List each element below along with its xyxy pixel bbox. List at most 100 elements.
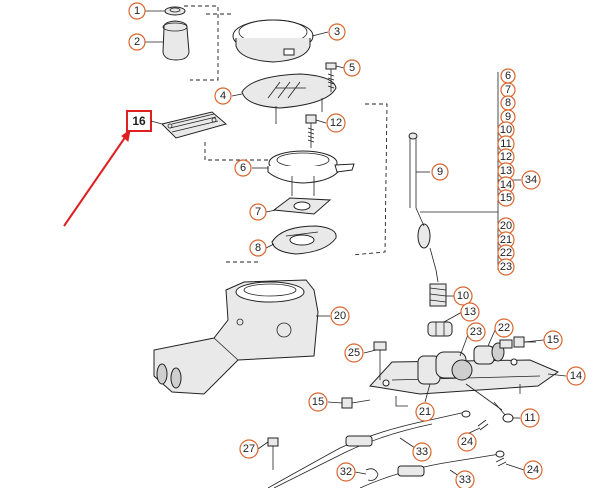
svg-text:8: 8: [255, 242, 261, 254]
svg-text:6: 6: [505, 70, 511, 82]
cables-33-part: [267, 410, 505, 488]
callout-3[interactable]: 3: [328, 23, 346, 41]
callout-24-upper[interactable]: 24: [457, 432, 477, 452]
guide-8-part: [271, 225, 337, 255]
svg-text:14: 14: [570, 370, 582, 382]
callout-27[interactable]: 27: [239, 439, 259, 459]
bolt-22-part: [499, 339, 513, 349]
callout-15-right[interactable]: 15: [543, 330, 563, 350]
console-20-part: [153, 279, 319, 395]
callout-32[interactable]: 32: [336, 462, 356, 482]
svg-text:16: 16: [132, 114, 146, 128]
callout-25[interactable]: 25: [344, 343, 364, 363]
kit-list-22[interactable]: 22: [497, 244, 515, 262]
callout-2[interactable]: 2: [128, 33, 146, 51]
callout-10[interactable]: 10: [453, 286, 473, 306]
kit-list-12[interactable]: 12: [497, 148, 515, 166]
callout-8[interactable]: 8: [249, 239, 267, 257]
callout-11[interactable]: 11: [520, 408, 540, 428]
shift-knob-part: [162, 20, 190, 61]
svg-text:20: 20: [500, 220, 512, 232]
kit-list-8[interactable]: 8: [500, 95, 516, 111]
kit-list-6[interactable]: 6: [500, 68, 516, 84]
callout-21[interactable]: 21: [415, 402, 435, 422]
kit-list-10[interactable]: 10: [497, 121, 515, 139]
kit-list-7[interactable]: 7: [500, 82, 516, 98]
svg-text:23: 23: [470, 326, 482, 338]
svg-text:23: 23: [500, 261, 512, 273]
spring-10-part: [429, 283, 447, 307]
callout-20[interactable]: 20: [330, 306, 350, 326]
pointer-arrow: [63, 128, 131, 227]
svg-text:12: 12: [330, 117, 342, 129]
svg-text:15: 15: [500, 192, 512, 204]
callout-6[interactable]: 6: [234, 159, 252, 177]
linkage-assembly-part: [369, 342, 560, 411]
svg-text:34: 34: [525, 174, 537, 186]
clip-24-part: [477, 419, 507, 467]
clip-13-part: [427, 321, 453, 337]
svg-text:13: 13: [464, 306, 476, 318]
svg-text:4: 4: [220, 90, 226, 102]
highlighted-callout-16[interactable]: 16: [126, 110, 152, 132]
kit-list-13[interactable]: 13: [497, 162, 515, 180]
svg-text:27: 27: [243, 443, 255, 455]
callout-23[interactable]: 23: [466, 322, 486, 342]
svg-text:33: 33: [459, 474, 471, 486]
kit-list-20[interactable]: 20: [497, 217, 515, 235]
svg-text:6: 6: [240, 162, 246, 174]
svg-text:9: 9: [437, 166, 443, 178]
gate-plate-part: [241, 73, 337, 124]
svg-text:13: 13: [500, 165, 512, 177]
svg-text:3: 3: [334, 26, 340, 38]
bolt-12-part: [305, 114, 317, 148]
callout-9[interactable]: 9: [431, 163, 449, 181]
callout-4[interactable]: 4: [214, 87, 232, 105]
callout-7[interactable]: 7: [249, 203, 267, 221]
svg-text:11: 11: [500, 138, 511, 150]
svg-text:24: 24: [461, 436, 473, 448]
callout-1[interactable]: 1: [128, 2, 146, 20]
callout-24-lower[interactable]: 24: [523, 460, 543, 480]
svg-text:22: 22: [500, 247, 512, 259]
svg-text:7: 7: [505, 84, 511, 96]
bolt-27-part: [267, 437, 279, 470]
svg-text:12: 12: [500, 151, 512, 163]
bushing-7-part: [272, 197, 332, 215]
callout-15-left[interactable]: 15: [308, 392, 328, 412]
svg-text:8: 8: [505, 97, 511, 109]
callout-22[interactable]: 22: [494, 318, 514, 338]
callout-33-lower[interactable]: 33: [455, 470, 475, 488]
svg-text:11: 11: [524, 412, 535, 424]
shift-cable-part: [408, 132, 439, 283]
bolt-15-left-part: [341, 397, 371, 409]
svg-text:21: 21: [500, 234, 512, 246]
svg-text:14: 14: [500, 179, 512, 191]
kit-list-21[interactable]: 21: [497, 231, 515, 249]
callout-13[interactable]: 13: [460, 302, 480, 322]
callout-5[interactable]: 5: [343, 59, 361, 77]
knob-cap-part: [164, 6, 186, 16]
callout-34[interactable]: 34: [521, 170, 541, 190]
leader-16: [150, 120, 163, 125]
callout-14[interactable]: 14: [566, 366, 586, 386]
svg-text:5: 5: [349, 62, 355, 74]
callout-12[interactable]: 12: [326, 113, 346, 133]
svg-text:10: 10: [457, 290, 469, 302]
svg-text:33: 33: [416, 446, 428, 458]
clip-32-part: [365, 468, 379, 481]
svg-text:24: 24: [527, 464, 539, 476]
svg-text:10: 10: [500, 124, 512, 136]
svg-text:1: 1: [134, 5, 140, 17]
kit-list-14[interactable]: 14: [497, 176, 515, 194]
pin-11-part: [493, 401, 514, 423]
svg-text:25: 25: [348, 347, 360, 359]
bolt-25-part: [373, 341, 387, 380]
svg-text:20: 20: [334, 310, 346, 322]
svg-text:2: 2: [134, 36, 140, 48]
gasket-16-part: [161, 111, 228, 139]
kit-list-23[interactable]: 23: [497, 258, 515, 276]
kit-list-15[interactable]: 15: [497, 189, 515, 207]
callout-33-upper[interactable]: 33: [412, 442, 432, 462]
